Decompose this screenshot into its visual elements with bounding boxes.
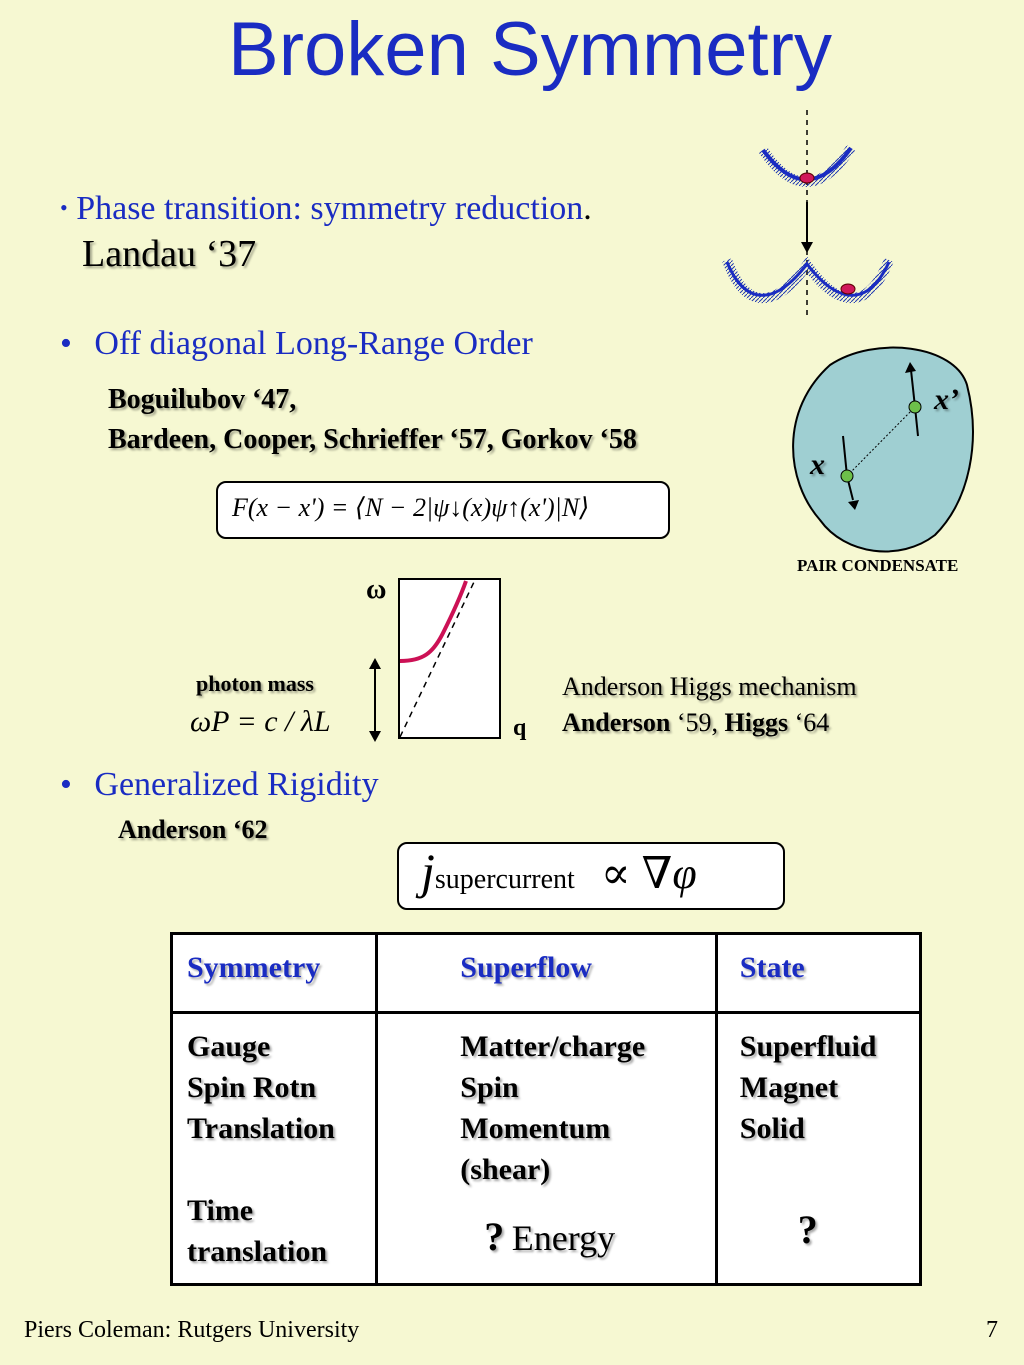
superflow-shear: (shear) — [460, 1153, 551, 1186]
pair-condensate-caption: PAIR CONDENSATE — [797, 556, 959, 575]
superflow-energy-row: ? Energy — [484, 1216, 700, 1261]
transition-arrowhead — [801, 242, 813, 253]
condensate-blob — [792, 346, 974, 553]
spin-down-arrow-top — [842, 435, 848, 477]
symmetry-translation: Translation — [187, 1112, 335, 1145]
symmetry-spacer — [187, 1149, 361, 1190]
pair-condensate-diagram — [792, 346, 974, 553]
table-header-row: Symmetry Superflow State — [169, 932, 923, 1014]
page-title: Broken Symmetry — [228, 7, 832, 92]
footer-author: Piers Coleman: Rutgers University — [24, 1317, 360, 1343]
state-magnet: Magnet — [739, 1071, 839, 1104]
higgs-references: Anderson ‘59, Higgs ‘64 — [562, 708, 829, 738]
bullet-marker: • — [60, 195, 68, 220]
bcs-gorkov-reference: Bardeen, Cooper, Schrieffer ‘57, Gorkov … — [108, 424, 637, 455]
symmetry-time: Time — [187, 1194, 254, 1227]
table-body-row: Gauge Spin Rotn Translation Time transla… — [169, 1011, 923, 1286]
header-state: State — [714, 932, 923, 1014]
superflow-momentum: Momentum — [460, 1112, 611, 1145]
electron-x — [840, 469, 854, 483]
light-cone-line — [399, 581, 475, 738]
label-xprime: x’ — [934, 383, 959, 416]
ball-broken — [840, 283, 856, 295]
header-symmetry: Symmetry — [169, 932, 379, 1014]
bullet-rigidity: • Generalized Rigidity — [60, 766, 379, 804]
higgs-year: ‘64 — [788, 708, 830, 737]
bullet-text: Generalized Rigidity — [94, 766, 379, 803]
proportional-gradient-phase: ∝ ∇φ — [600, 849, 697, 898]
supercurrent-equation-box: jsupercurrent ∝ ∇φ — [397, 842, 785, 910]
plot-y-label: ω — [366, 574, 387, 605]
header-superflow: Superflow — [375, 932, 718, 1014]
bullet-period: . — [583, 190, 592, 227]
plot-frame — [398, 578, 501, 739]
massive-photon-curve — [399, 580, 468, 663]
state-solid: Solid — [739, 1112, 805, 1145]
anderson-name: Anderson — [562, 708, 671, 737]
odlro-equation-box: F(x − x') = ⟨N − 2|ψ↓(x)ψ↑(x')|N⟩ — [216, 481, 670, 539]
anderson-year: ‘59, — [670, 708, 725, 737]
spin-down-arrowhead — [848, 500, 859, 510]
ball-symmetric — [799, 172, 815, 184]
plot-x-label: q — [513, 715, 527, 741]
superflow-energy: Energy — [511, 1218, 616, 1258]
current-subscript: supercurrent — [434, 864, 575, 895]
symmetry-gauge: Gauge — [187, 1030, 271, 1063]
symmetry-time-translation: translation — [187, 1235, 328, 1268]
symmetry-breaking-potential-diagram — [722, 110, 894, 320]
photon-mass-label: photon mass — [196, 671, 314, 696]
current-symbol: j — [421, 843, 435, 899]
state-superfluid: Superfluid — [739, 1030, 877, 1063]
bullet-text: Phase transition: symmetry reduction — [76, 190, 584, 227]
higgs-name: Higgs — [724, 708, 789, 737]
superflow-question-mark: ? — [484, 1214, 505, 1259]
label-x: x — [810, 448, 825, 481]
state-column: Superfluid Magnet Solid ? — [714, 1011, 923, 1286]
bullet-odlro: • Off diagonal Long-Range Order — [60, 325, 533, 363]
bullet-marker: • — [60, 766, 72, 803]
double-well-curve — [725, 261, 891, 297]
symmetry-table: Symmetry Superflow State Gauge Spin Rotn… — [169, 932, 923, 1286]
boguilubov-reference: Boguilubov ‘47, — [108, 384, 297, 415]
spin-up-arrowhead — [905, 362, 916, 373]
landau-reference: Landau ‘37 — [82, 233, 257, 275]
superflow-matter-charge: Matter/charge — [460, 1030, 646, 1063]
bullet-marker: • — [60, 325, 72, 362]
odlro-equation: F(x − x') = ⟨N − 2|ψ↓(x)ψ↑(x')|N⟩ — [232, 493, 590, 522]
photon-mass-formula: ωP = c / λL — [190, 705, 331, 738]
superflow-column: Matter/charge Spin Momentum (shear) ? En… — [375, 1011, 718, 1286]
symmetry-column: Gauge Spin Rotn Translation Time transla… — [169, 1011, 379, 1286]
bullet-phase-transition: • Phase transition: symmetry reduction. — [60, 190, 592, 228]
higgs-mechanism-title: Anderson Higgs mechanism — [562, 672, 857, 701]
superflow-spin: Spin — [460, 1071, 519, 1104]
anderson62-reference: Anderson ‘62 — [118, 815, 268, 844]
page-number: 7 — [986, 1317, 998, 1343]
electron-xprime — [908, 400, 922, 414]
higgs-dispersion-plot — [398, 578, 501, 739]
supercurrent-equation: jsupercurrent ∝ ∇φ — [421, 842, 697, 900]
pair-connector — [846, 406, 916, 477]
symmetry-spin-rotation: Spin Rotn — [187, 1071, 317, 1104]
state-question-mark: ? — [797, 1207, 818, 1252]
photon-mass-gap-arrow — [369, 658, 381, 742]
bullet-text: Off diagonal Long-Range Order — [94, 325, 533, 362]
